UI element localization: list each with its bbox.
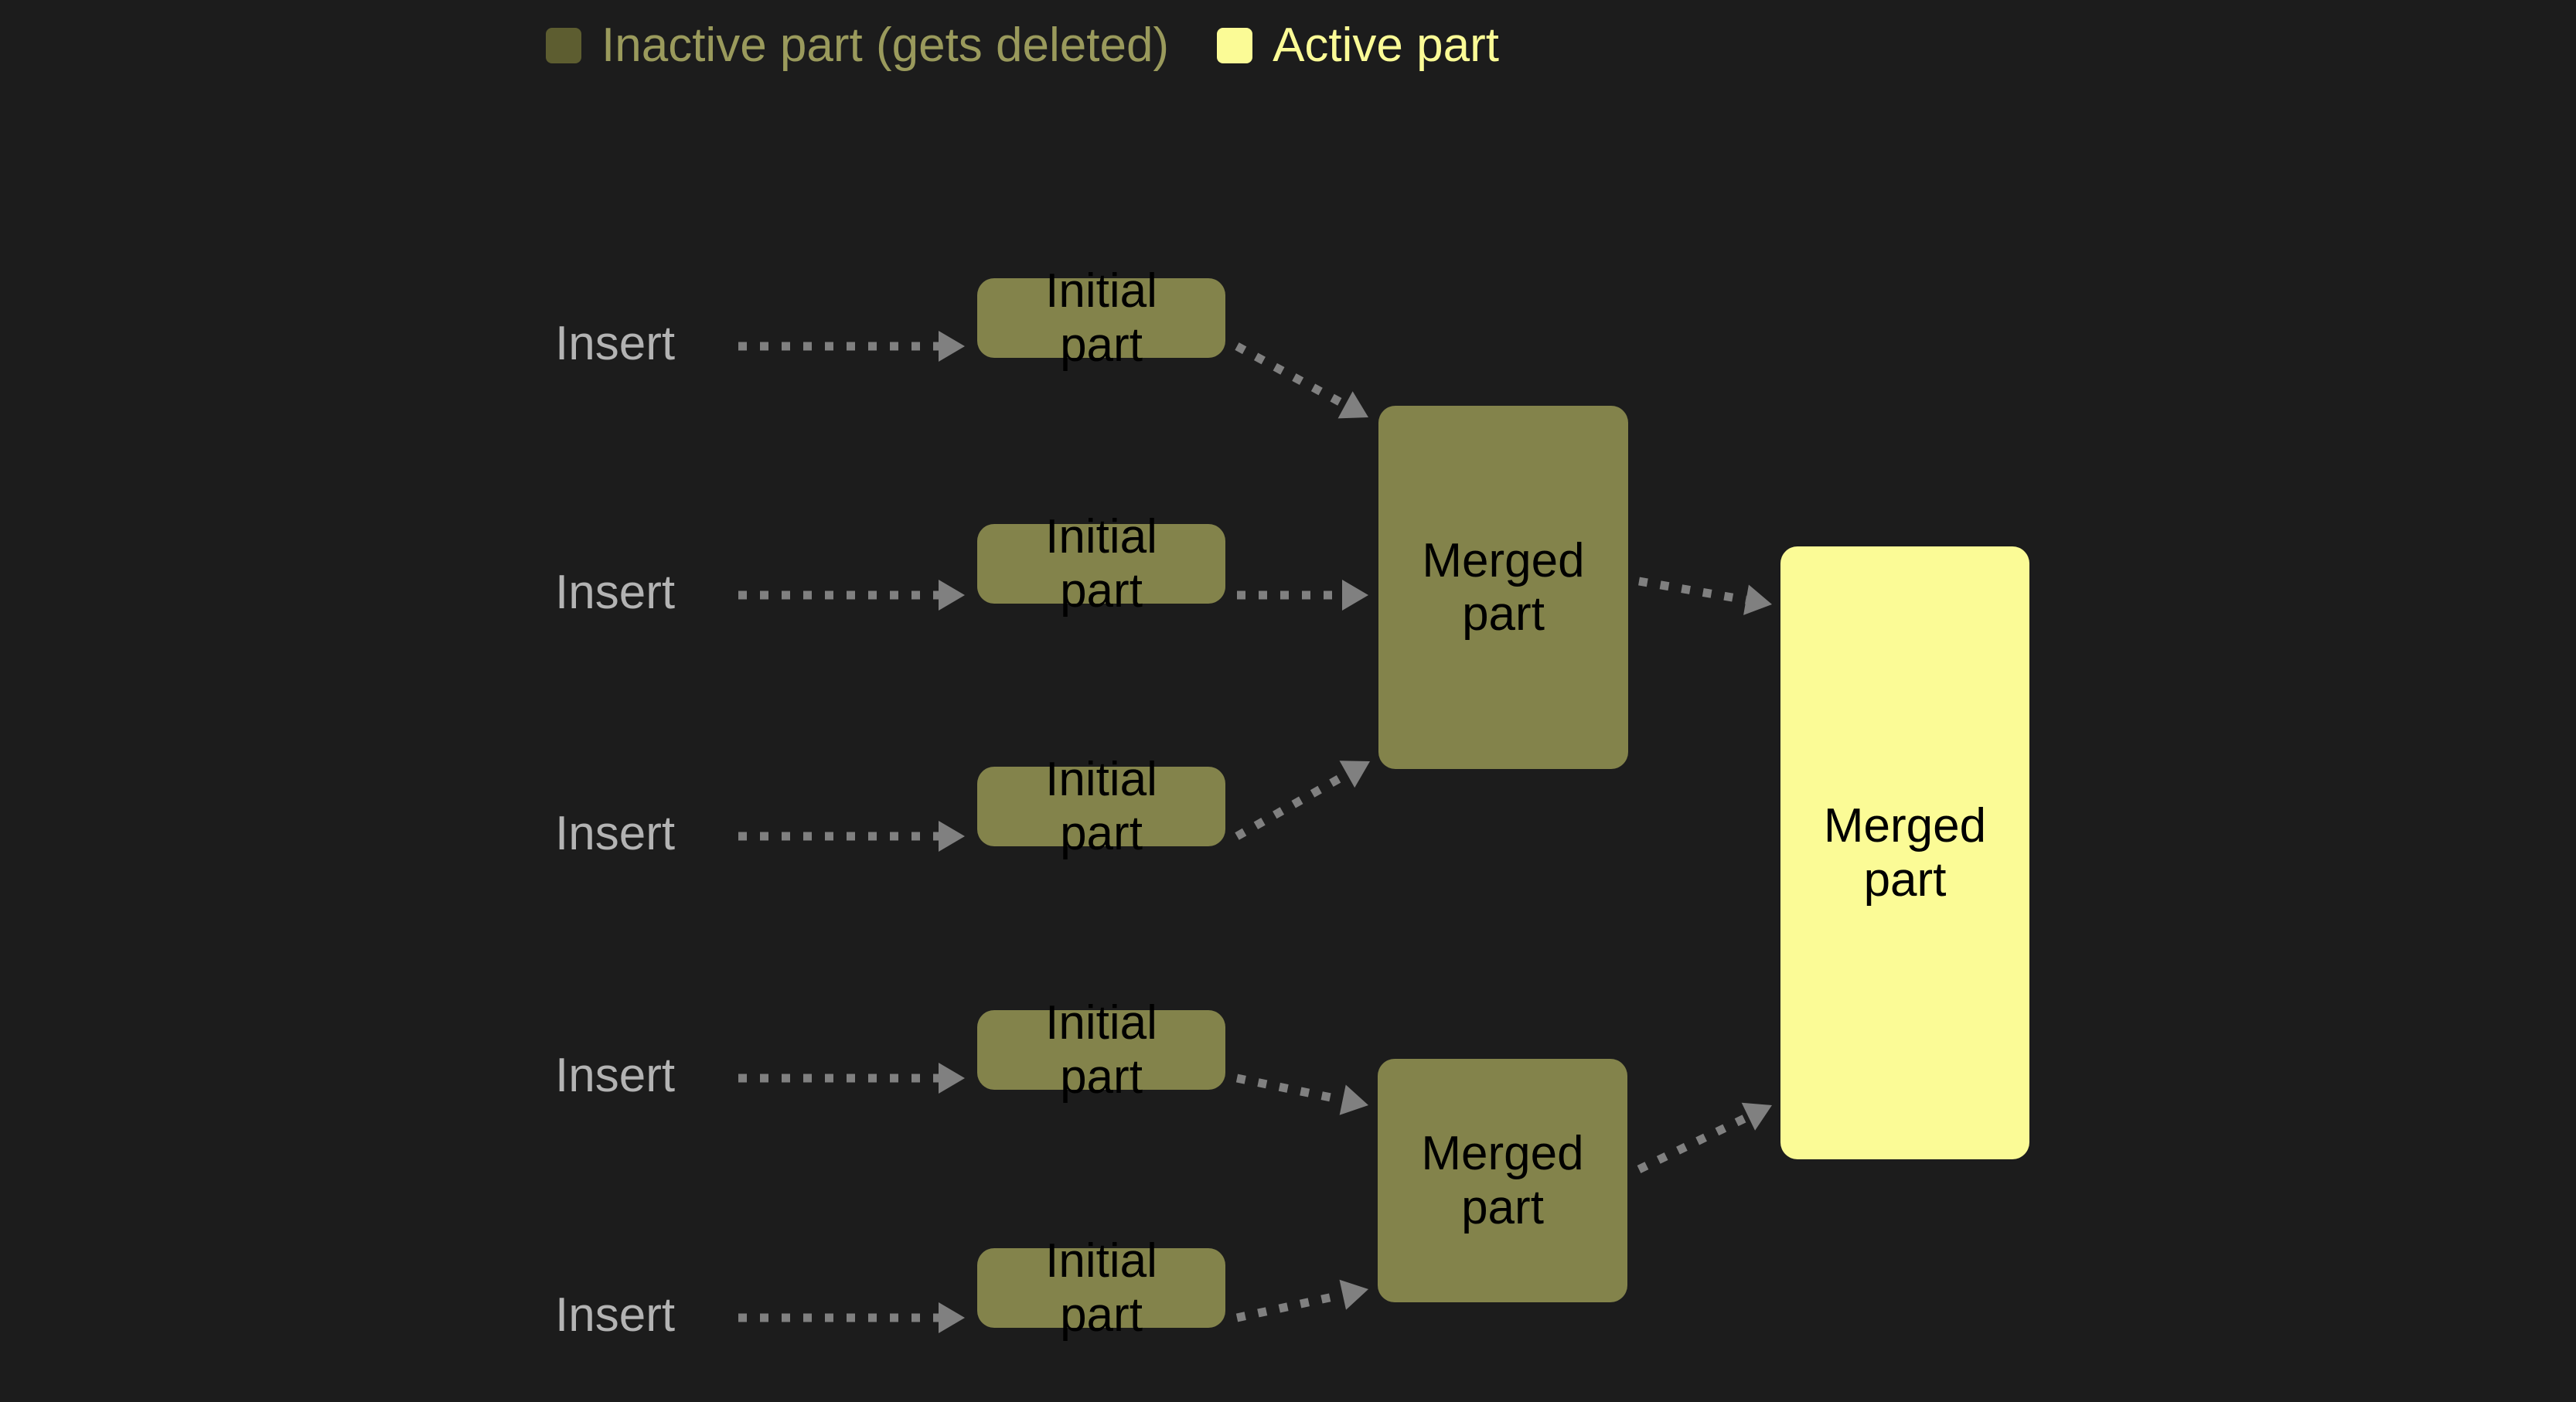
insert-label-1: Insert — [555, 317, 676, 370]
node-initial-part-3[interactable]: Initial part — [977, 753, 1225, 860]
edge-arrowhead-4 — [939, 1063, 965, 1094]
insert-label-5: Insert — [555, 1288, 676, 1342]
inactive-swatch-icon — [546, 28, 581, 63]
legend-label-active: Active part — [1273, 19, 1499, 72]
node-initial-part-4[interactable]: Initial part — [977, 996, 1225, 1104]
edge-arrowhead-6 — [1337, 391, 1368, 419]
insert-label-3: Insert — [555, 807, 676, 860]
edge-arrowhead-2 — [939, 580, 965, 611]
edge-arrowhead-8 — [1339, 761, 1370, 788]
active-swatch-icon — [1217, 28, 1253, 63]
legend: Inactive part (gets deleted) Active part — [546, 22, 1499, 70]
edge-arrowhead-1 — [939, 331, 965, 362]
insert-label-4: Insert — [555, 1049, 676, 1102]
edge-arrowhead-3 — [939, 821, 965, 852]
edge-line-8 — [1235, 770, 1350, 840]
edge-arrowhead-12 — [1741, 1102, 1772, 1131]
edge-line-6 — [1235, 342, 1348, 409]
edge-arrowhead-9 — [1339, 1084, 1368, 1115]
edge-line-11 — [1638, 577, 1747, 604]
edge-arrowhead-7 — [1342, 580, 1368, 611]
node-merged-part-active[interactable]: Merged part — [1780, 546, 2029, 1159]
legend-entry-inactive: Inactive part (gets deleted) — [546, 22, 1169, 70]
legend-entry-active: Active part — [1217, 22, 1499, 70]
node-initial-part-5[interactable]: Initial part — [977, 1234, 1225, 1342]
node-initial-part-2[interactable]: Initial part — [977, 510, 1225, 618]
edge-line-12 — [1637, 1112, 1750, 1173]
edge-arrowhead-10 — [1339, 1279, 1368, 1310]
legend-label-inactive: Inactive part (gets deleted) — [601, 19, 1170, 72]
node-initial-part-1[interactable]: Initial part — [977, 264, 1225, 372]
node-merged-part-bottom[interactable]: Merged part — [1378, 1059, 1627, 1302]
edge-line-9 — [1235, 1074, 1344, 1104]
edge-arrowhead-11 — [1743, 584, 1772, 615]
node-merged-part-top[interactable]: Merged part — [1378, 406, 1628, 769]
edge-line-10 — [1235, 1290, 1344, 1322]
insert-label-2: Insert — [555, 566, 676, 619]
edge-arrowhead-5 — [939, 1302, 965, 1333]
